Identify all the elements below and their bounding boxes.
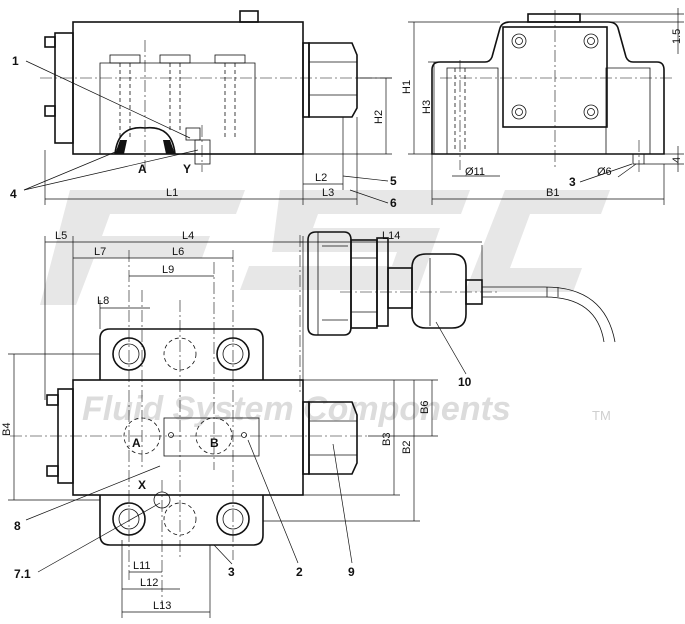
plan-view: A B X	[10, 235, 368, 605]
port-y-label: Y	[183, 162, 191, 176]
port-x-label: X	[138, 478, 146, 492]
dim-1-5: 1.5	[671, 29, 683, 44]
callout-9: 9	[348, 565, 355, 579]
dim-L14: L14	[382, 230, 400, 242]
dim-L3: L3	[322, 187, 334, 199]
dim-H3: H3	[421, 100, 433, 114]
callout-3-side: 3	[569, 175, 576, 189]
watermark: Fluid System Components TM	[40, 190, 611, 428]
callout-1: 1	[12, 54, 19, 68]
callout-5: 5	[390, 174, 397, 188]
side-view	[431, 10, 672, 172]
callout-10: 10	[458, 375, 472, 389]
dim-L9: L9	[162, 264, 174, 276]
plan-view-dimensions: L4 L5 L6 L7 L9 L8 L14 L11 L12 L13	[1, 230, 483, 618]
plan-view-callouts: 10 8 7.1 3 2 9	[14, 321, 472, 581]
dim-H1: H1	[401, 80, 413, 94]
dim-L6: L6	[172, 246, 184, 258]
dim-B4: B4	[1, 423, 13, 436]
port-a-label-plan: A	[132, 436, 141, 450]
dim-L7: L7	[94, 246, 106, 258]
callout-3-plan: 3	[228, 565, 235, 579]
watermark-trademark: TM	[592, 408, 611, 423]
callout-2: 2	[296, 565, 303, 579]
dim-B2: B2	[401, 441, 413, 454]
front-view-callouts: 1 4 5 6	[10, 54, 397, 210]
callout-4: 4	[10, 187, 17, 201]
sensor-assembly	[307, 231, 616, 343]
callout-8: 8	[14, 519, 21, 533]
dim-B6: B6	[419, 401, 431, 414]
dim-L5: L5	[55, 230, 67, 242]
port-b-label-plan: B	[210, 436, 219, 450]
watermark-text: Fluid System Components	[82, 390, 511, 428]
dim-B3: B3	[381, 433, 393, 446]
dim-dia-11: Ø11	[465, 166, 485, 178]
dim-L8: L8	[97, 295, 109, 307]
dim-L12: L12	[140, 577, 158, 589]
port-a-label-top: A	[138, 162, 147, 176]
dim-L1: L1	[166, 187, 178, 199]
dim-B1: B1	[546, 187, 559, 199]
dim-L11: L11	[133, 560, 151, 572]
dim-L2: L2	[315, 172, 327, 184]
dim-H2: H2	[373, 110, 385, 124]
front-view: A Y	[40, 10, 395, 176]
side-view-dimensions: H1 H3 1.5 4 Ø11 Ø6 B1 3	[401, 8, 684, 205]
dim-L4: L4	[182, 230, 194, 242]
front-view-dimensions: L1 L2 L3 H2	[44, 77, 392, 205]
dim-L13: L13	[153, 600, 171, 612]
callout-7-1: 7.1	[14, 567, 31, 581]
dim-4: 4	[671, 157, 683, 163]
callout-6: 6	[390, 196, 397, 210]
